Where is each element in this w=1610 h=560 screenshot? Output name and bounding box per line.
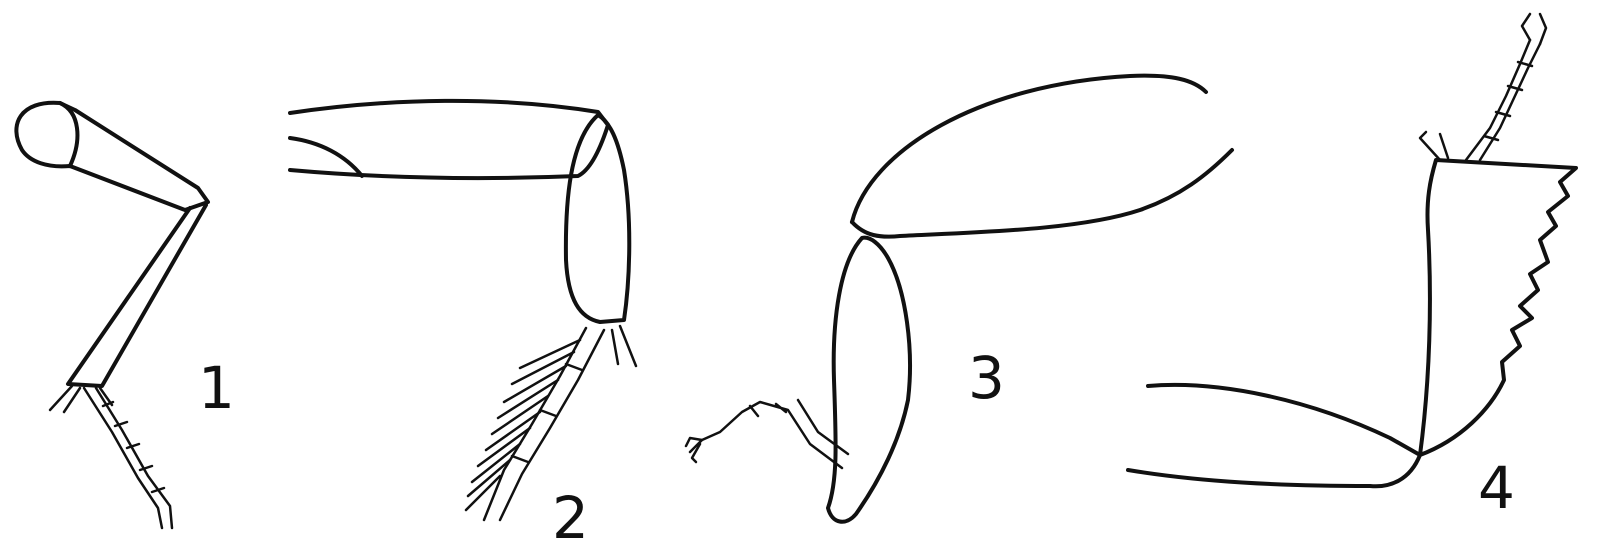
leg-1-drawing: 1 (16, 103, 235, 528)
leg-1-coxa (60, 103, 77, 166)
leg-3-tarsus (690, 400, 848, 468)
leg-2-tibia (566, 115, 629, 322)
leg-3-drawing: 3 (686, 76, 1232, 522)
leg-1-tibia (68, 205, 206, 386)
leg-1-femur (16, 103, 208, 210)
leg-3-femur-lower (852, 150, 1232, 237)
panel-label-2: 2 (552, 484, 589, 552)
leg-2-setae (466, 326, 636, 510)
leg-3-tibia (828, 238, 910, 522)
leg-4-femur (1128, 385, 1420, 486)
leg-4-tarsus (1466, 40, 1540, 160)
leg-1-tarsus (84, 388, 172, 528)
leg-4-drawing: 4 (1128, 14, 1576, 522)
panel-label-3: 3 (968, 344, 1005, 412)
leg-4-spurs (1420, 132, 1448, 160)
leg-4-claws (1522, 14, 1546, 44)
panel-label-1: 1 (198, 354, 235, 422)
leg-2-femur (290, 101, 608, 178)
leg-3-femur (852, 76, 1206, 222)
panel-label-4: 4 (1478, 454, 1515, 522)
leg-4-tibia (1420, 160, 1576, 455)
leg-2-drawing: 2 (290, 101, 636, 552)
